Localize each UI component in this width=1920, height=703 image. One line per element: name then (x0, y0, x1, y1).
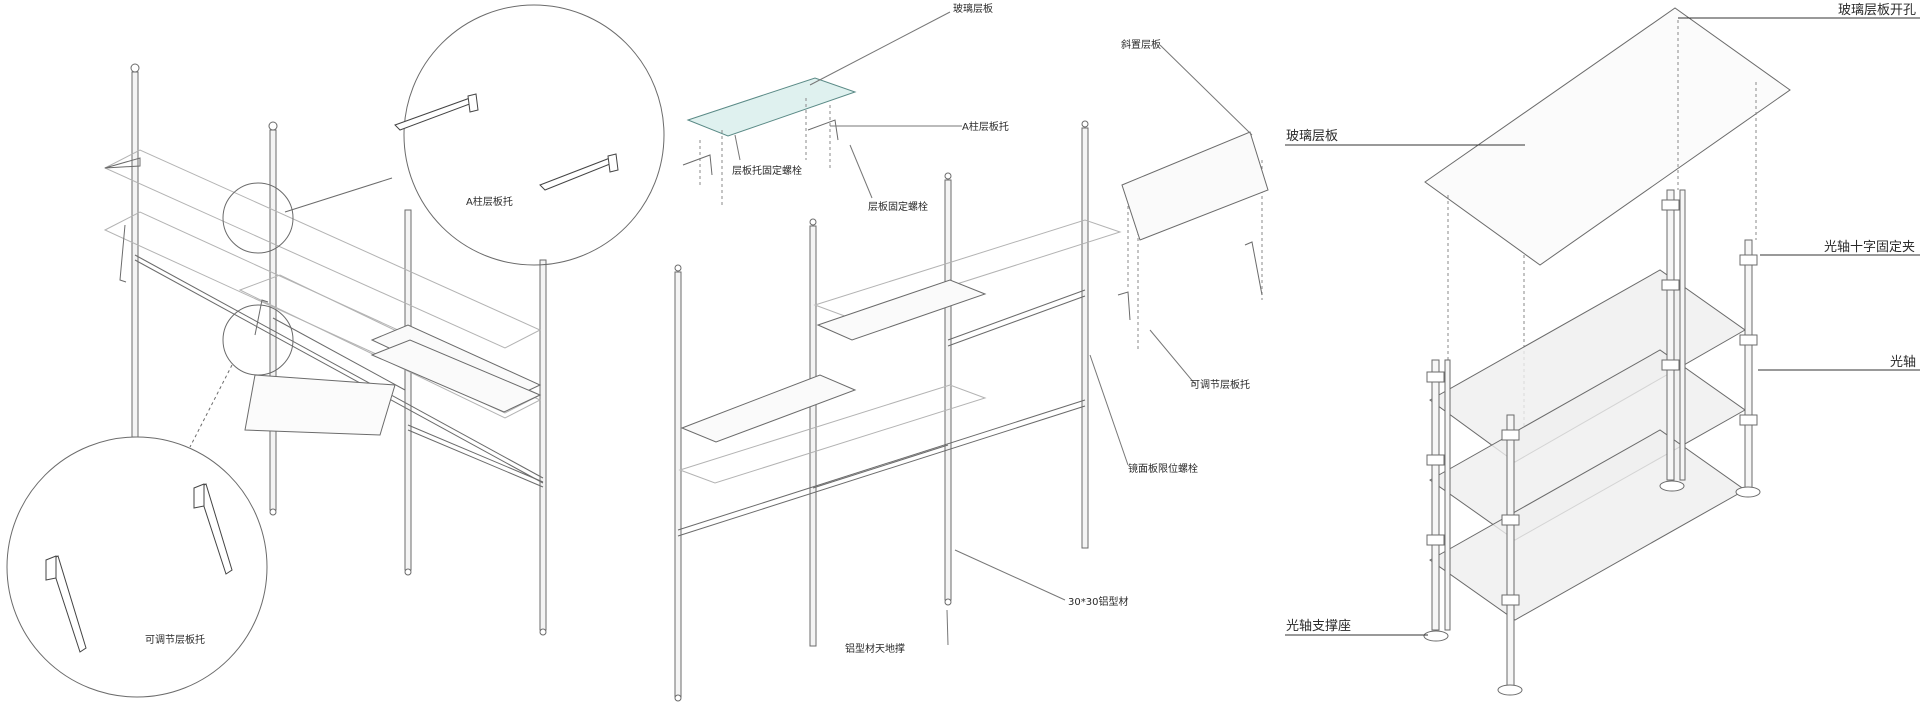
lower-glass-shelves (1429, 269, 1746, 621)
label-adjustable-bracket-left: 可调节层板托 (145, 633, 205, 646)
brackets (104, 157, 269, 336)
middle-solid-shelf-lower (680, 374, 857, 443)
middle-upright-posts (674, 120, 1089, 702)
label-floor-ceiling-support: 铝型材天地撑 (845, 642, 905, 655)
a-column-bracket-detail (394, 93, 619, 191)
label-bracket-fixing-bolt: 层板托固定螺栓 (732, 164, 802, 177)
top-glass-shelf (1424, 7, 1791, 266)
zoom-circle-large-bottom (6, 436, 268, 698)
right-leader-lines (1285, 17, 1920, 636)
middle-faint-shelves (678, 219, 1122, 484)
upright-posts (130, 63, 547, 636)
label-a-column-bracket-left: A柱层板托 (466, 195, 513, 208)
label-shelf-fixing-bolt: 层板固定螺栓 (868, 200, 928, 213)
label-slanted-shelf: 斜置层板 (1121, 38, 1161, 51)
middle-solid-shelf-upper (816, 279, 987, 341)
zoom-circle-large-top (403, 4, 665, 266)
zoom-circle-small-top (222, 182, 294, 254)
label-cross-clamp: 光轴十字固定夹 (1824, 240, 1915, 255)
middle-leader-lines (734, 11, 1253, 646)
exploded-brackets (682, 119, 1263, 321)
label-glass-shelf-middle: 玻璃层板 (953, 2, 993, 15)
panel-left-rack-system (6, 4, 665, 698)
cross-clamps (1426, 199, 1758, 606)
slanted-panel (244, 374, 396, 436)
label-a-column-bracket-middle: A柱层板托 (962, 120, 1009, 133)
horizontal-rails (134, 254, 544, 488)
shaft-bases (1423, 480, 1761, 696)
label-shaft-base: 光轴支撑座 (1286, 619, 1351, 634)
floating-glass-shelf (686, 77, 857, 137)
label-shaft: 光轴 (1890, 355, 1916, 370)
solid-shelf-lower (370, 339, 542, 413)
vertical-shafts (1431, 189, 1753, 688)
label-aluminum-profile: 30*30铝型材 (1068, 595, 1128, 608)
panel-middle-exploded-rack (674, 11, 1269, 702)
label-glass-shelf-right: 玻璃层板 (1286, 129, 1338, 144)
adjustable-bracket-detail (45, 483, 233, 653)
label-adjustable-bracket-middle: 可调节层板托 (1190, 378, 1250, 391)
middle-horizontal-rails (677, 289, 1086, 537)
label-mirror-limit-bolt: 镜面板限位螺栓 (1128, 462, 1198, 475)
label-glass-shelf-hole: 玻璃层板开孔 (1838, 3, 1916, 18)
panel-right-shaft-shelf (1285, 7, 1920, 696)
zoom-circle-small-bottom (222, 304, 294, 376)
slanted-glass-shelf (1121, 131, 1269, 241)
